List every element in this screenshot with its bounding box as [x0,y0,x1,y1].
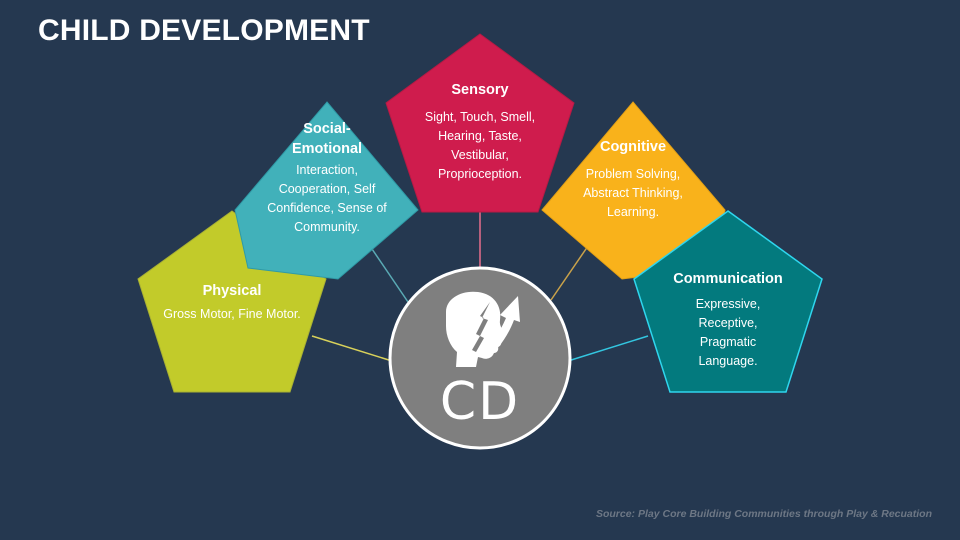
card-heading: Sensory [451,82,509,98]
card-body: Interaction, Cooperation, Self Confidenc… [267,163,387,234]
card-body: Sight, Touch, Smell, Hearing, Taste, Ves… [424,110,536,181]
pentagon-sensory [385,33,575,213]
center-label: CD [439,372,521,432]
connector-communication [567,335,649,362]
card-heading: Social-Emotional [291,121,363,157]
card-social-emotional: Social-Emotional Interaction, Cooperatio… [262,119,392,237]
center-circle [388,266,572,450]
pentagon-communication [633,210,823,393]
card-cognitive: Cognitive Problem Solving, Abstract Thin… [568,137,698,222]
card-physical: Physical Gross Motor, Fine Motor. [158,281,306,324]
card-heading: Physical [202,283,262,299]
pentagon-social-emotional [234,101,419,280]
card-body: Problem Solving, Abstract Thinking, Lear… [583,167,683,219]
card-heading: Communication [673,271,783,287]
card-heading: Cognitive [599,139,667,155]
connector-cognitive [550,245,589,301]
card-body: Gross Motor, Fine Motor. [163,307,301,321]
head-with-arrow-icon [446,291,520,367]
connector-social-emotional [369,245,409,303]
card-body: Expressive, Receptive, Pragmatic Languag… [695,297,761,368]
page-title: CHILD DEVELOPMENT [38,14,370,47]
source-note: Source: Play Core Building Communities t… [595,508,932,520]
card-sensory: Sensory Sight, Touch, Smell, Hearing, Ta… [420,80,540,184]
connector-physical [311,335,393,362]
card-communication: Communication Expressive, Receptive, Pra… [662,269,794,371]
